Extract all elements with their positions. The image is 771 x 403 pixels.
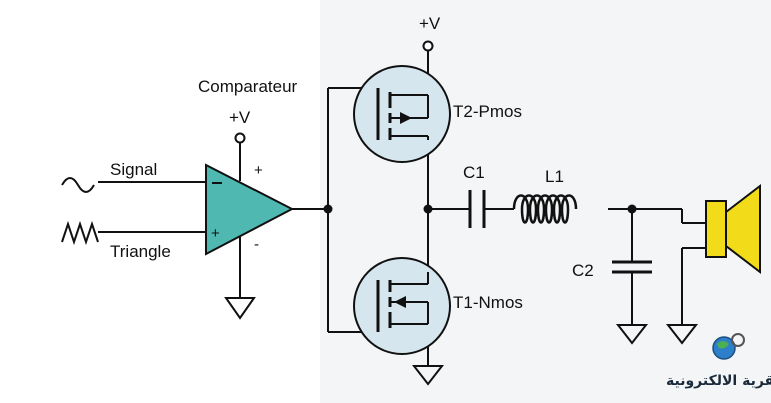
- site-logo: القرية الالكترونية: [666, 333, 771, 389]
- capacitor-c2: [612, 260, 652, 274]
- nmos-transistor: [353, 257, 451, 355]
- ground-icon: [411, 365, 445, 386]
- label-supply-comparator: +V: [229, 108, 251, 127]
- sine-wave-icon: [61, 177, 95, 193]
- label-triangle: Triangle: [110, 242, 171, 261]
- pmos-transistor: [353, 65, 451, 163]
- ground-icon: [665, 324, 699, 345]
- label-t1-nmos: T1-Nmos: [453, 293, 523, 312]
- label-c2: C2: [572, 261, 594, 280]
- label-plus-input: +: [211, 225, 220, 242]
- junctions: [323, 204, 637, 214]
- label-plus-supply: +: [254, 162, 263, 179]
- label-t2-pmos: T2-Pmos: [453, 102, 522, 121]
- supply-terminal-top: [422, 40, 434, 52]
- triangle-wave-icon: [61, 220, 99, 246]
- supply-terminal-comparator: [234, 132, 246, 144]
- capacitor-c1: [468, 190, 486, 228]
- label-l1: L1: [545, 167, 564, 186]
- label-supply-top: +V: [419, 14, 441, 33]
- inductor-l1: [512, 194, 578, 224]
- speaker-icon: [682, 183, 761, 275]
- label-signal: Signal: [110, 160, 157, 179]
- ground-icon: [615, 324, 649, 345]
- ground-icon: [224, 297, 256, 320]
- logo-text: القرية الالكترونية: [666, 373, 771, 389]
- label-comparator: Comparateur: [198, 77, 298, 96]
- comparator-symbol: [205, 163, 295, 256]
- label-c1: C1: [463, 163, 485, 182]
- label-minus-supply: -: [254, 236, 259, 253]
